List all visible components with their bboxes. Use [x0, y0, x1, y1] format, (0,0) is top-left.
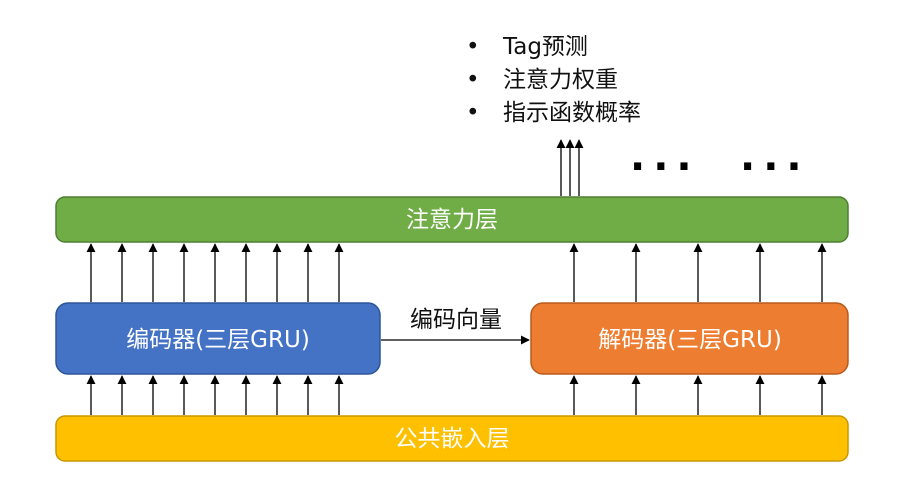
attention-layer: 注意力层	[55, 196, 849, 243]
decoder-block: 解码器(三层GRU)	[530, 302, 849, 375]
attention-layer-box	[55, 196, 849, 243]
encoding-vector-label: 编码向量	[410, 307, 502, 333]
ellipsis-right: ...	[740, 134, 810, 180]
attention-layer-label: 注意力层	[406, 207, 498, 233]
bullet-icon: •	[466, 100, 480, 126]
decoder-label: 解码器(三层GRU)	[598, 327, 782, 353]
encoder-box	[55, 302, 381, 375]
bullet-icon: •	[466, 34, 480, 60]
bullet-icon: •	[466, 67, 480, 93]
encoder-block: 编码器(三层GRU)	[55, 302, 381, 375]
embedding-layer-label: 公共嵌入层	[395, 426, 510, 452]
output-list: • Tag预测 • 注意力权重 • 指示函数概率	[466, 34, 641, 126]
output-item-tag-prediction: Tag预测	[502, 34, 588, 60]
embedding-layer: 公共嵌入层	[55, 415, 849, 462]
arrows-group	[86, 139, 827, 415]
output-item-attention-weights: 注意力权重	[503, 67, 618, 93]
decoder-box	[530, 302, 849, 375]
output-item-indicator-probability: 指示函数概率	[503, 100, 641, 126]
encoder-label: 编码器(三层GRU)	[126, 327, 310, 353]
embedding-layer-box	[55, 415, 849, 462]
ellipsis-left: ...	[630, 134, 700, 180]
